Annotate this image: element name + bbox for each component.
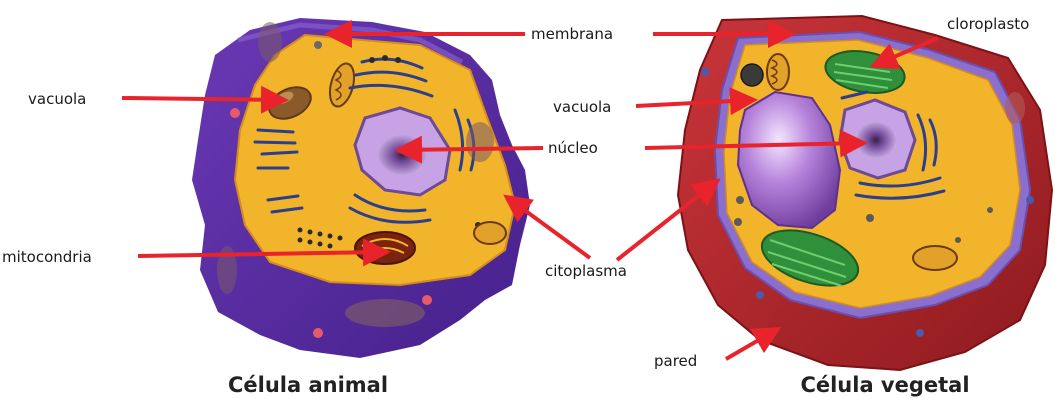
plant-mitochondrion xyxy=(767,54,789,90)
animal-cell xyxy=(192,18,530,358)
plant-wall-pore-4 xyxy=(1026,196,1034,204)
label-nucleo: núcleo xyxy=(548,139,598,157)
animal-right-vacuole xyxy=(466,122,494,162)
arrow-pared xyxy=(726,330,776,359)
label-pared: pared xyxy=(654,352,697,370)
plant-organelle-dark xyxy=(741,64,763,86)
label-mitocondria: mitocondria xyxy=(2,248,92,266)
plant-nucleolus xyxy=(856,122,896,158)
arrow-vacuola-animal xyxy=(122,98,283,100)
label-membrana: membrana xyxy=(531,25,613,43)
animal-small-vesicle-3 xyxy=(313,328,323,338)
plant-mitochondrion-2 xyxy=(913,246,957,270)
plant-vesicle xyxy=(1005,92,1025,124)
title-vegetal: Célula vegetal xyxy=(800,373,969,397)
animal-lower-vacuole xyxy=(345,299,425,327)
animal-nucleolus xyxy=(378,135,426,175)
plant-wall-pore xyxy=(701,68,709,76)
label-vacuola-vegetal: vacuola xyxy=(553,98,611,116)
label-citoplasma: citoplasma xyxy=(545,262,627,280)
arrow-nucleo-animal xyxy=(400,148,543,150)
plant-wall-pore-2 xyxy=(756,291,764,299)
title-animal: Célula animal xyxy=(228,373,388,397)
animal-small-vesicle-2 xyxy=(422,295,432,305)
label-vacuola-animal: vacuola xyxy=(28,90,86,108)
animal-small-vesicle xyxy=(230,108,240,118)
plant-cell xyxy=(678,16,1052,370)
animal-top-vacuole xyxy=(258,22,282,62)
label-cloroplasto: cloroplasto xyxy=(947,15,1029,33)
animal-mitochondrion-right xyxy=(474,222,506,244)
plant-wall-pore-3 xyxy=(916,329,924,337)
